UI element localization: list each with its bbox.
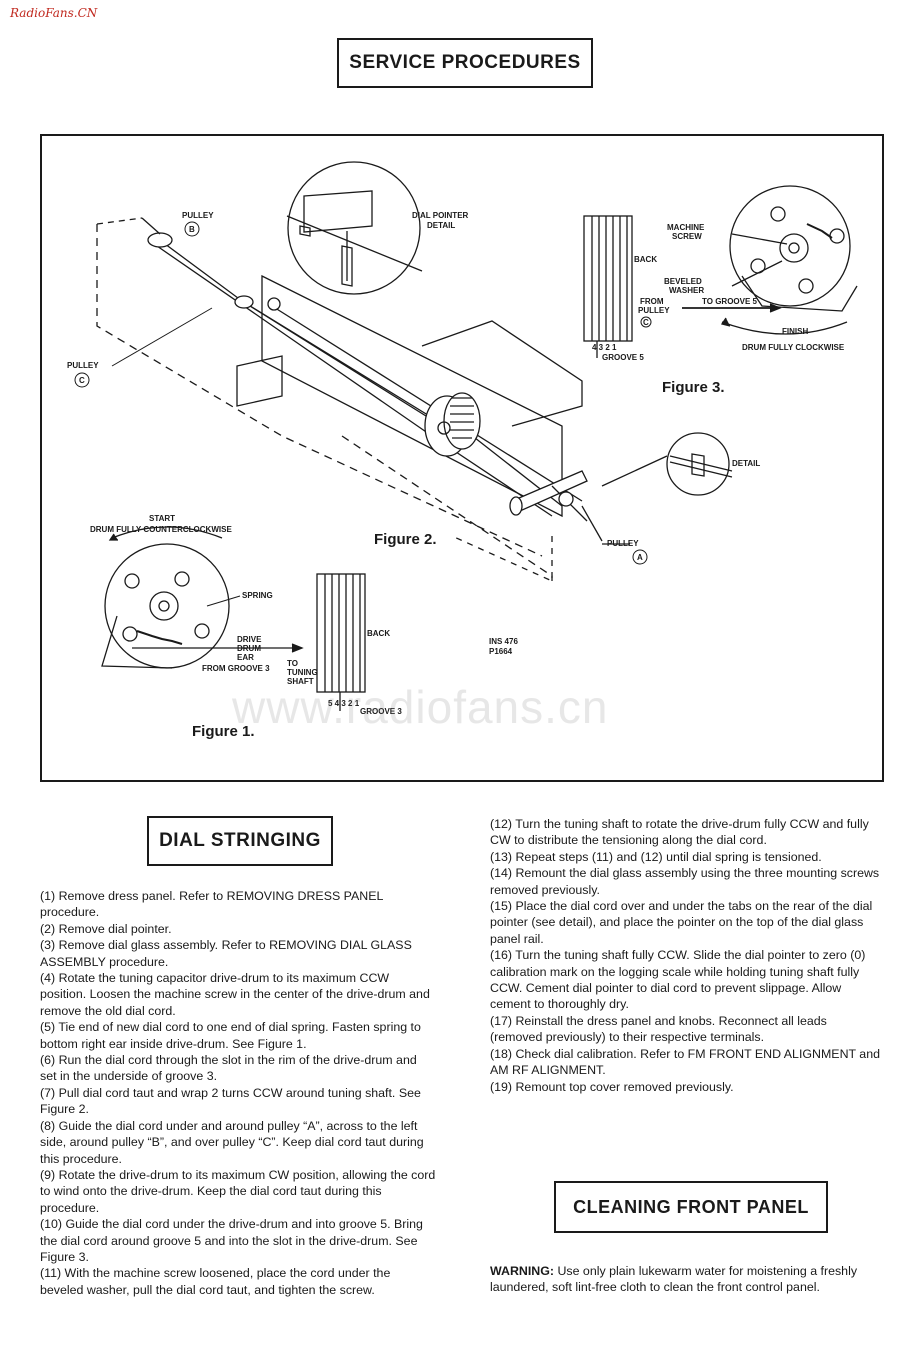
label-shaft: SHAFT: [287, 677, 314, 686]
step-3: (3) Remove dial glass assembly. Refer to…: [40, 938, 412, 969]
label-b: B: [189, 225, 195, 234]
label-groove-5: GROOVE 5: [602, 353, 644, 362]
step-12: (12) Turn the tuning shaft to rotate the…: [490, 817, 869, 848]
label-finish: FINISH: [782, 327, 808, 336]
bracket: [236, 355, 283, 407]
figure-3-caption: Figure 3.: [662, 379, 725, 396]
step-17: (17) Reinstall the dress panel and knobs…: [490, 1013, 827, 1045]
step-10: (10) Guide the dial cord under the drive…: [40, 1217, 423, 1264]
label-pulley-b: PULLEY: [182, 211, 214, 220]
step-4: (4) Rotate the tuning capacitor drive-dr…: [40, 971, 430, 1018]
step-19: (19) Remount top cover removed previousl…: [490, 1079, 734, 1094]
label-groove-3: GROOVE 3: [360, 707, 402, 716]
site-tag: RadioFans.CN: [10, 6, 98, 20]
label-drum: DRUM: [237, 644, 261, 653]
step-11: (11) With the machine screw loosened, pl…: [40, 1266, 391, 1297]
pulley-c: [234, 295, 254, 309]
label-spring: SPRING: [242, 591, 273, 600]
label-washer: WASHER: [669, 286, 704, 295]
chassis-box: [421, 320, 583, 427]
step-2: (2) Remove dial pointer.: [40, 921, 172, 936]
stringing-diagram: PULLEY B PULLEY C DIAL POINTER DETAIL DE…: [67, 161, 858, 740]
figure-panel: PULLEY B PULLEY C DIAL POINTER DETAIL DE…: [40, 134, 884, 782]
step-15: (15) Place the dial cord over and under …: [490, 899, 873, 946]
label-ins: INS 476: [489, 637, 518, 646]
label-c: C: [79, 376, 85, 385]
step-18: (18) Check dial calibration. Refer to FM…: [490, 1046, 880, 1078]
dial-stringing-title: DIAL STRINGING: [147, 816, 333, 866]
label-groove-numbers-fig3: 4 3 2 1: [592, 343, 617, 352]
label-drive: DRIVE: [237, 635, 262, 644]
label-to-groove-5: TO GROOVE 5: [702, 297, 758, 306]
figure-2-caption: Figure 2.: [374, 531, 437, 548]
label-detail: DETAIL: [732, 459, 760, 468]
label-from: FROM: [640, 297, 664, 306]
step-14: (14) Remount the dial glass assembly usi…: [490, 866, 880, 897]
label-pulley-a: PULLEY: [607, 539, 639, 548]
label-tuning: TUNING: [287, 668, 318, 677]
label-machine: MACHINE: [667, 223, 705, 232]
cleaning-warning: WARNING: Use only plain lukewarm water f…: [490, 1263, 876, 1296]
label-p-number: P1664: [489, 647, 513, 656]
step-5: (5) Tie end of new dial cord to one end …: [40, 1020, 421, 1051]
tuning-shaft: [510, 470, 588, 512]
drum-side-fig1: [316, 573, 366, 693]
pulley-b: [147, 232, 173, 248]
pulley-a: [558, 491, 574, 507]
step-9: (9) Rotate the drive-drum to its maximum…: [40, 1167, 436, 1215]
step-7: (7) Pull dial cord taut and wrap 2 turns…: [40, 1085, 421, 1117]
label-from-c: C: [643, 318, 649, 327]
label-pulley-from: PULLEY: [638, 306, 670, 315]
drum-side-fig3: [583, 215, 633, 342]
label-start: START: [149, 514, 175, 523]
label-drum-ccw: DRUM FULLY COUNTERCLOCKWISE: [90, 525, 232, 534]
label-back-fig3: BACK: [634, 255, 657, 264]
label-pulley-c: PULLEY: [67, 361, 99, 370]
label-from-groove-3: FROM GROOVE 3: [202, 664, 270, 673]
warning-text: Use only plain lukewarm water for moiste…: [490, 1264, 858, 1295]
step-6: (6) Run the dial cord through the slot i…: [40, 1053, 417, 1084]
label-screw: SCREW: [672, 232, 702, 241]
step-1: (1) Remove dress panel. Refer to REMOVIN…: [40, 889, 383, 920]
dial-plate: [261, 274, 563, 518]
warning-label: WARNING:: [490, 1264, 555, 1278]
label-dial-pointer-detail: DETAIL: [427, 221, 455, 230]
dial-stringing-steps-right: (12) Turn the tuning shaft to rotate the…: [490, 816, 882, 1095]
step-16: (16) Turn the tuning shaft fully CCW. Sl…: [490, 948, 866, 1012]
label-back-fig1: BACK: [367, 629, 390, 638]
label-beveled: BEVELED: [664, 277, 702, 286]
label-a: A: [637, 553, 643, 562]
label-to: TO: [287, 659, 298, 668]
drive-drum-fig1: [104, 543, 230, 669]
label-drum-cw: DRUM FULLY CLOCKWISE: [742, 343, 845, 352]
dial-stringing-steps-left: (1) Remove dress panel. Refer to REMOVIN…: [40, 888, 436, 1298]
page-title: SERVICE PROCEDURES: [337, 38, 593, 88]
step-8: (8) Guide the dial cord under and around…: [40, 1118, 424, 1166]
figure-1-caption: Figure 1.: [192, 723, 255, 740]
label-groove-numbers-fig1: 5 4 3 2 1: [328, 699, 360, 708]
cleaning-title: CLEANING FRONT PANEL: [554, 1181, 828, 1233]
step-13: (13) Repeat steps (11) and (12) until di…: [490, 849, 822, 864]
label-dial-pointer: DIAL POINTER: [412, 211, 469, 220]
label-ear: EAR: [237, 653, 254, 662]
watermark: www.radiofans.cn: [232, 681, 609, 733]
cord-detail-circle: [666, 432, 730, 496]
